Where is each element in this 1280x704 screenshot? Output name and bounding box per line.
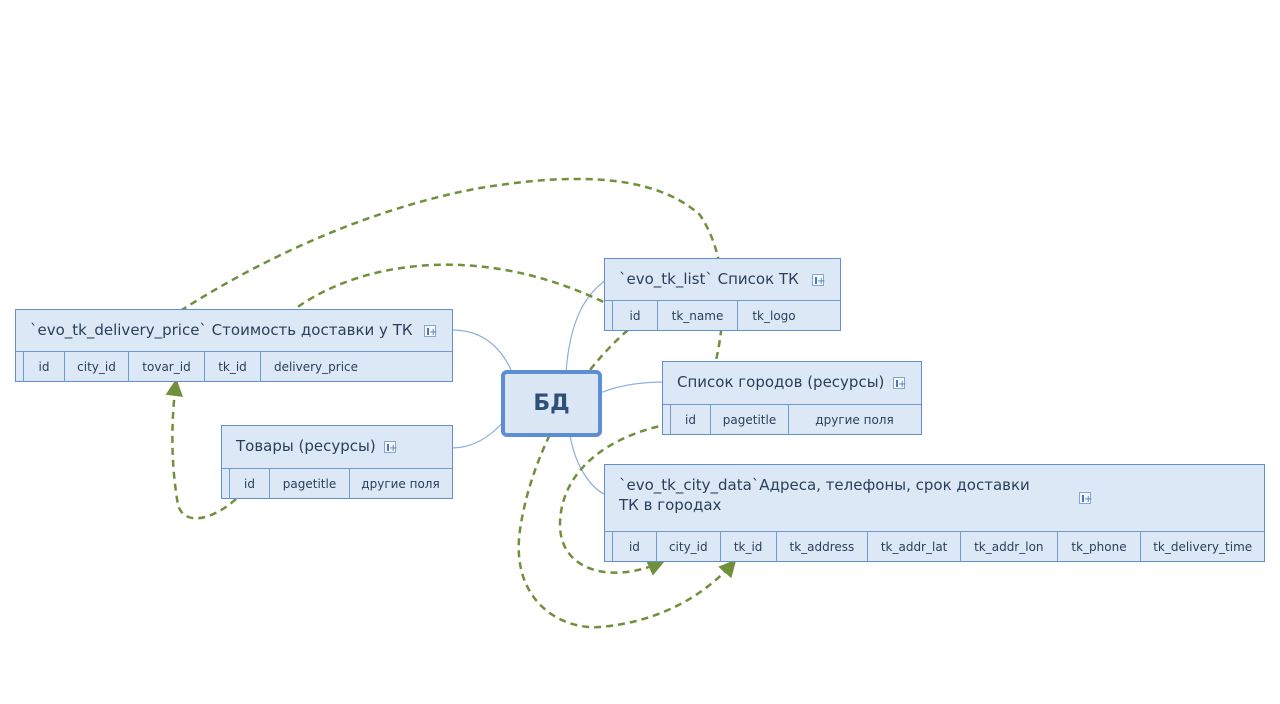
- table-delivery-price[interactable]: `evo_tk_delivery_price` Стоимость достав…: [15, 309, 453, 382]
- link-cities-id-to-city-data-city-id: [558, 422, 671, 576]
- field-id[interactable]: id: [230, 469, 270, 499]
- table-delivery-price-header: `evo_tk_delivery_price` Стоимость достав…: [16, 310, 452, 352]
- field-id[interactable]: id: [613, 532, 657, 562]
- table-delivery-price-fields: id city_id tovar_id tk_id delivery_price: [16, 352, 452, 382]
- table-city-data-title: `evo_tk_city_data`Адреса, телефоны, срок…: [619, 476, 1030, 514]
- connector-city-data: [569, 434, 607, 496]
- table-tk-list-header: `evo_tk_list` Список ТК: [605, 259, 840, 301]
- table-cities-title: Список городов (ресурсы): [677, 373, 885, 391]
- field-tovar-id[interactable]: tovar_id: [129, 352, 205, 382]
- connector-delivery-price: [451, 329, 513, 373]
- expand-icon[interactable]: [893, 375, 906, 395]
- field-pagetitle[interactable]: pagetitle: [711, 405, 789, 435]
- connector-cities: [599, 381, 665, 394]
- field-tk-id[interactable]: tk_id: [721, 532, 777, 562]
- table-tk-list-title: `evo_tk_list` Список ТК: [619, 270, 799, 288]
- table-goods-title: Товары (ресурсы): [236, 437, 376, 455]
- field-id[interactable]: id: [671, 405, 711, 435]
- db-center-label: БД: [533, 391, 570, 416]
- field-tk-id[interactable]: tk_id: [205, 352, 261, 382]
- table-city-data-fields: id city_id tk_id tk_address tk_addr_lat …: [605, 532, 1264, 562]
- field-tk-addr-lat[interactable]: tk_addr_lat: [868, 532, 961, 562]
- table-goods-header: Товары (ресурсы): [222, 426, 452, 469]
- field-city-id[interactable]: city_id: [657, 532, 721, 562]
- field-delivery-price[interactable]: delivery_price: [273, 360, 359, 374]
- table-city-data-header: `evo_tk_city_data`Адреса, телефоны, срок…: [605, 465, 1264, 532]
- table-tk-list[interactable]: `evo_tk_list` Список ТК id tk_name tk_lo…: [604, 258, 841, 331]
- field-tk-logo[interactable]: tk_logo: [752, 309, 796, 323]
- table-cities-fields: id pagetitle другие поля: [663, 405, 921, 435]
- field-id[interactable]: id: [24, 352, 65, 382]
- link-goods-id-to-delivery-tovar-id: [165, 378, 237, 520]
- expand-icon[interactable]: [1079, 490, 1092, 510]
- field-city-id[interactable]: city_id: [65, 352, 129, 382]
- field-other[interactable]: другие поля: [361, 477, 440, 491]
- connector-goods: [451, 419, 506, 449]
- table-goods-fields: id pagetitle другие поля: [222, 469, 452, 499]
- table-city-data[interactable]: `evo_tk_city_data`Адреса, телефоны, срок…: [604, 464, 1265, 562]
- table-tk-list-fields: id tk_name tk_logo: [605, 301, 840, 331]
- expand-icon[interactable]: [812, 272, 825, 292]
- db-center-node[interactable]: БД: [501, 370, 602, 437]
- expand-icon[interactable]: [384, 439, 397, 459]
- table-cities[interactable]: Список городов (ресурсы) id pagetitle др…: [662, 361, 922, 435]
- field-other[interactable]: другие поля: [815, 413, 894, 427]
- field-tk-address[interactable]: tk_address: [777, 532, 869, 562]
- table-delivery-price-title: `evo_tk_delivery_price` Стоимость достав…: [30, 321, 413, 339]
- field-tk-delivery-time[interactable]: tk_delivery_time: [1153, 540, 1253, 554]
- table-cities-header: Список городов (ресурсы): [663, 362, 921, 405]
- field-pagetitle[interactable]: pagetitle: [270, 469, 350, 499]
- table-goods[interactable]: Товары (ресурсы) id pagetitle другие пол…: [221, 425, 453, 499]
- field-tk-phone[interactable]: tk_phone: [1058, 532, 1142, 562]
- connector-tk-list: [565, 279, 607, 373]
- expand-icon[interactable]: [424, 323, 437, 343]
- field-tk-name[interactable]: tk_name: [658, 301, 738, 331]
- field-id[interactable]: id: [613, 301, 658, 331]
- field-tk-addr-lon[interactable]: tk_addr_lon: [961, 532, 1058, 562]
